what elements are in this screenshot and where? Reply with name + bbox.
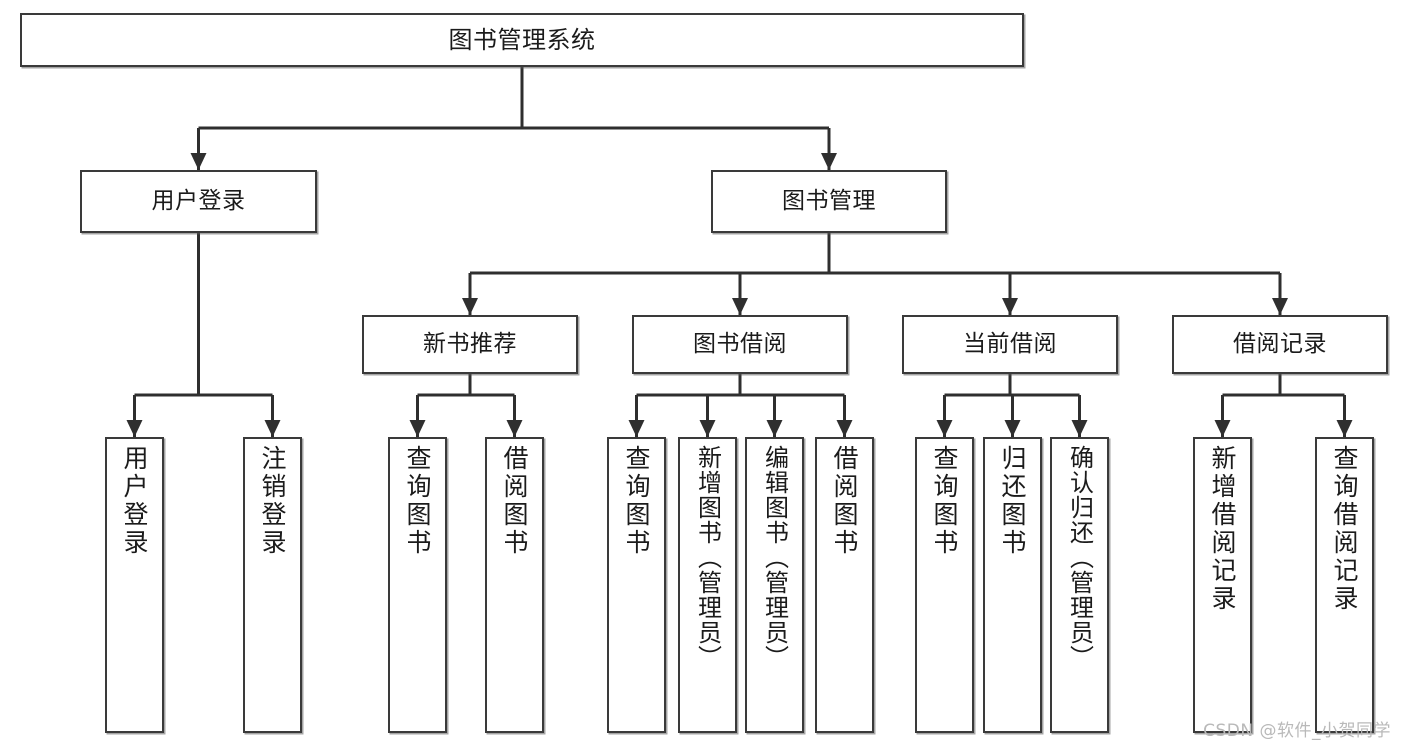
node-leaf-query-book-1: 查询图书 — [388, 437, 447, 733]
node-leaf-query-book-2: 查询图书 — [607, 437, 666, 733]
node-label: 图书借阅 — [693, 330, 787, 357]
node-leaf-add-record: 新增借阅记录 — [1193, 437, 1252, 733]
node-leaf-user-logout: 注销登录 — [243, 437, 302, 733]
node-label: 新增图书（管理员） — [693, 445, 722, 670]
node-label: 查询借阅记录 — [1330, 445, 1359, 613]
node-label: 图书管理系统 — [448, 25, 596, 54]
node-leaf-return-book: 归还图书 — [983, 437, 1042, 733]
node-leaf-confirm-return: 确认归还（管理员） — [1050, 437, 1109, 733]
node-label: 注销登录 — [258, 445, 287, 557]
node-current: 当前借阅 — [902, 315, 1118, 374]
node-leaf-add-book: 新增图书（管理员） — [678, 437, 737, 733]
node-label: 当前借阅 — [963, 330, 1057, 357]
node-label: 用户登录 — [151, 187, 246, 214]
node-label: 查询图书 — [622, 445, 651, 557]
node-newbook: 新书推荐 — [362, 315, 578, 374]
node-leaf-borrow-book-1: 借阅图书 — [485, 437, 544, 733]
node-label: 新增借阅记录 — [1208, 445, 1237, 613]
node-login: 用户登录 — [80, 170, 317, 233]
node-leaf-query-record: 查询借阅记录 — [1315, 437, 1374, 733]
node-label: 确认归还（管理员） — [1065, 445, 1094, 670]
node-label: 归还图书 — [998, 445, 1027, 557]
node-leaf-borrow-book-2: 借阅图书 — [815, 437, 874, 733]
node-root: 图书管理系统 — [20, 13, 1024, 67]
node-leaf-query-book-3: 查询图书 — [915, 437, 974, 733]
node-label: 编辑图书（管理员） — [760, 445, 789, 670]
node-borrow: 图书借阅 — [632, 315, 848, 374]
node-label: 图书管理 — [782, 187, 876, 214]
node-label: 查询图书 — [930, 445, 959, 557]
node-label: 借阅图书 — [500, 445, 529, 557]
watermark-label: CSDN @软件_小贺同学 — [1203, 721, 1391, 741]
node-label: 借阅记录 — [1233, 330, 1327, 357]
node-leaf-edit-book: 编辑图书（管理员） — [745, 437, 804, 733]
node-leaf-user-login: 用户登录 — [105, 437, 164, 733]
node-label: 用户登录 — [120, 445, 149, 557]
node-label: 借阅图书 — [830, 445, 859, 557]
node-label: 新书推荐 — [423, 330, 517, 357]
node-label: 查询图书 — [403, 445, 432, 557]
node-bookmgmt: 图书管理 — [711, 170, 947, 233]
node-records: 借阅记录 — [1172, 315, 1388, 374]
